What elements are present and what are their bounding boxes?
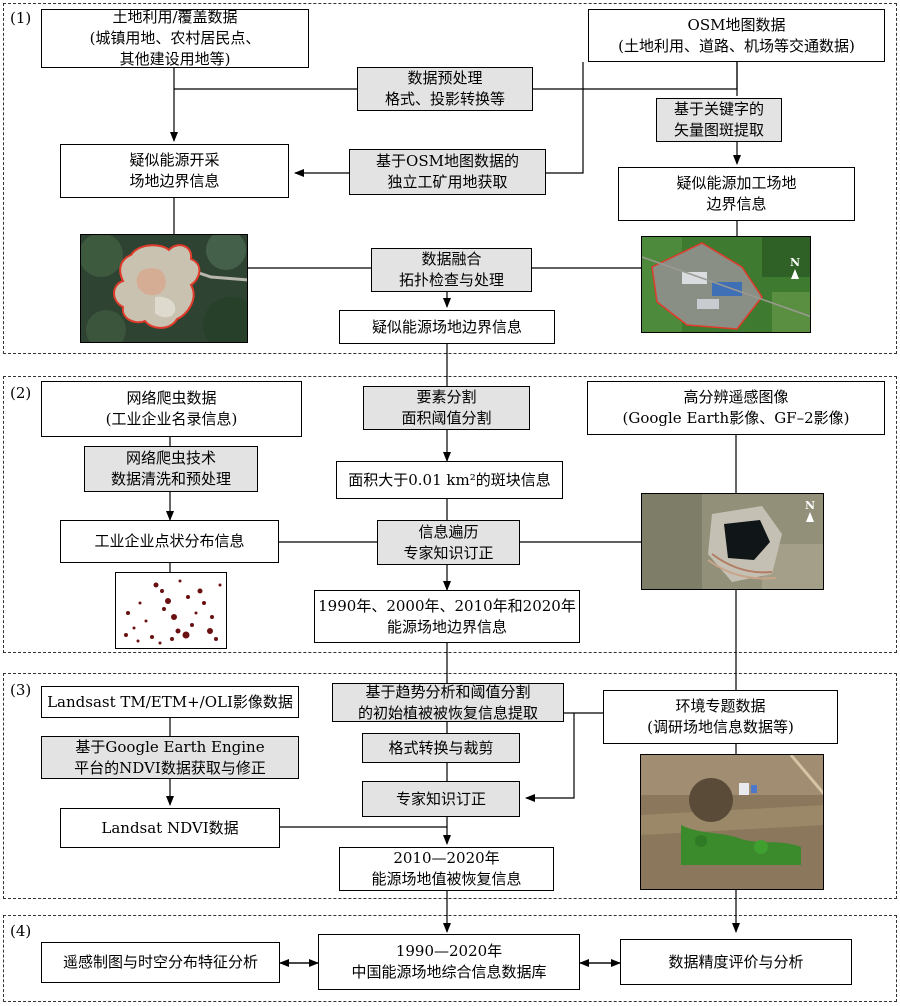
north-arrow-icon: N <box>790 257 800 279</box>
env-data-box: 环境专题数据 (调研场地信息数据等) <box>603 690 838 744</box>
hires-sample-image: N <box>641 493 824 590</box>
mining-site-image <box>80 234 248 343</box>
enterprise-points-image <box>115 572 227 649</box>
osm-extract-box: 基于OSM地图数据的 独立工矿用地获取 <box>349 149 546 195</box>
traverse-box: 信息遍历 专家知识订正 <box>377 520 520 565</box>
section-1-label: (1) <box>10 9 32 27</box>
section-3-label: (3) <box>10 681 32 699</box>
fusion-box: 数据融合 拓扑检查与处理 <box>371 248 532 292</box>
land-use-data-box: 土地利用/覆盖数据 (城镇用地、农村居民点、 其他建设用地等) <box>41 8 309 68</box>
section-4-frame <box>3 915 897 1002</box>
gee-ndvi-box: 基于Google Earth Engine 平台的NDVI数据获取与修正 <box>41 736 299 779</box>
mining-boundary-box: 疑似能源开采 场地边界信息 <box>60 144 289 198</box>
section-4-label: (4) <box>10 922 32 940</box>
crawler-tech-box: 网络爬虫技术 数据清洗和预处理 <box>84 446 258 492</box>
database-box: 1990—2020年 中国能源场地综合信息数据库 <box>318 934 580 990</box>
processing-site-image: N <box>641 236 811 333</box>
hires-imagery-box: 高分辨遥感图像 (Google Earth影像、GF–2影像) <box>587 381 885 435</box>
recovery-info-box: 2010—2020年 能源场地值被恢复信息 <box>339 847 554 891</box>
segmentation-box: 要素分割 面积阈值分割 <box>363 386 530 430</box>
section-2-frame <box>3 376 897 653</box>
env-sample-image <box>640 754 824 890</box>
expert-correction-box: 专家知识订正 <box>362 781 520 817</box>
section-2-label: (2) <box>10 384 32 402</box>
north-arrow-icon: N <box>805 500 815 522</box>
trend-analysis-box: 基于趋势分析和阈值分割 的初始植被被恢复信息提取 <box>332 683 564 722</box>
section-1-frame <box>3 3 897 354</box>
osm-data-box: OSM地图数据 (土地利用、道路、机场等交通数据) <box>588 9 885 62</box>
point-distribution-box: 工业企业点状分布信息 <box>60 520 279 563</box>
accuracy-eval-box: 数据精度评价与分析 <box>620 939 852 985</box>
north-label: N <box>804 499 815 512</box>
section-3-frame <box>3 673 897 899</box>
preprocess-box: 数据预处理 格式、投影转换等 <box>357 67 533 111</box>
mapping-analysis-box: 遥感制图与时空分布特征分析 <box>41 942 280 983</box>
processing-boundary-box: 疑似能源加工场地 边界信息 <box>618 167 855 221</box>
keyword-extract-box: 基于关键字的 矢量图斑提取 <box>656 98 782 142</box>
crawler-data-box: 网络爬虫数据 (工业企业名录信息) <box>41 381 302 437</box>
area-patch-box: 面积大于0.01 km²的斑块信息 <box>336 461 563 499</box>
landsat-data-box: Landsast TM/ETM+/OLI影像数据 <box>41 686 299 718</box>
suspected-boundary-box: 疑似能源场地边界信息 <box>339 310 555 344</box>
format-clip-box: 格式转换与裁剪 <box>362 733 520 763</box>
years-boundary-box: 1990年、2000年、2010年和2020年 能源场地边界信息 <box>314 590 580 643</box>
north-label: N <box>789 256 800 269</box>
landsat-ndvi-box: Landsat NDVI数据 <box>60 808 280 848</box>
